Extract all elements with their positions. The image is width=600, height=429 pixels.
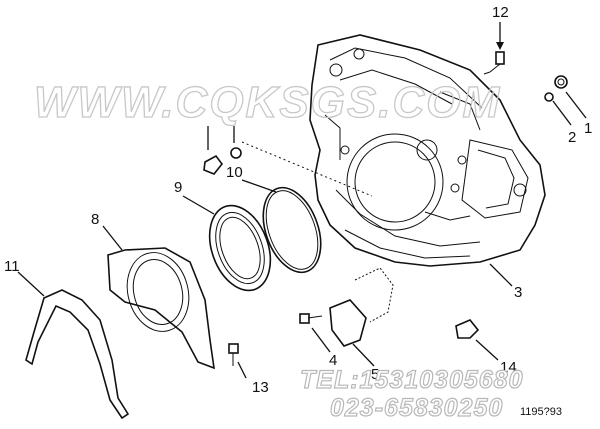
screw-12 bbox=[483, 22, 505, 75]
callout-13: 13 bbox=[252, 379, 269, 396]
callout-8: 8 bbox=[91, 211, 99, 228]
flywheel-housing bbox=[309, 34, 546, 267]
callout-3: 3 bbox=[514, 284, 522, 301]
callout-14: 14 bbox=[500, 359, 517, 376]
plug-10 bbox=[203, 126, 242, 175]
seal-housing-8 bbox=[102, 225, 215, 370]
rear-oil-seal-9 bbox=[182, 195, 272, 292]
callout-9: 9 bbox=[174, 179, 182, 196]
screw-13 bbox=[228, 343, 247, 379]
callout-5: 5 bbox=[371, 366, 379, 383]
callout-2: 2 bbox=[568, 129, 576, 146]
access-cover-5 bbox=[329, 267, 394, 367]
callout-12: 12 bbox=[492, 4, 509, 21]
drawing-code: 1195?93 bbox=[520, 406, 562, 418]
pipe-plug-1 bbox=[554, 75, 568, 89]
clamp-14 bbox=[455, 319, 499, 361]
callout-11: 11 bbox=[4, 258, 20, 275]
watermark-tel: TEL:15310305680 bbox=[300, 366, 523, 394]
callout-4: 4 bbox=[329, 352, 337, 369]
watermark-site: WWW.CQKSGS.COM bbox=[34, 78, 501, 127]
watermark-phone: 023-65830250 bbox=[330, 394, 503, 422]
seal-ring-2 bbox=[544, 92, 554, 102]
cover-plate-11 bbox=[17, 271, 130, 420]
gasket-ring bbox=[241, 179, 322, 274]
callout-10: 10 bbox=[226, 164, 243, 181]
callout-1: 1 bbox=[584, 120, 592, 137]
screw-4 bbox=[299, 313, 331, 353]
